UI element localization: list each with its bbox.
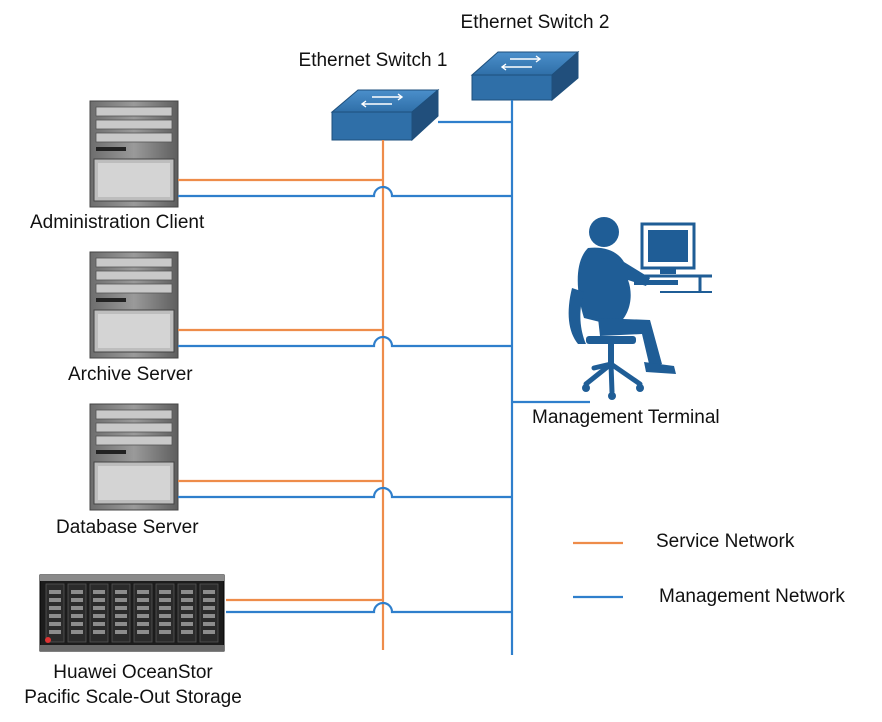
- management-link-storage: [226, 601, 512, 614]
- management-link-admin-client: [178, 185, 512, 198]
- management-link-database-server: [178, 486, 512, 499]
- management-terminal-icon: [568, 217, 712, 400]
- switch-1-label: Ethernet Switch 1: [298, 50, 448, 71]
- oceanstor-storage-icon: [39, 574, 225, 652]
- legend-management-label: Management Network: [659, 586, 845, 607]
- archive-server-label: Archive Server: [68, 364, 193, 385]
- database-server-label: Database Server: [56, 517, 199, 538]
- administration-client-server-icon: [89, 100, 179, 208]
- storage-label-line2: Pacific Scale-Out Storage: [24, 687, 242, 708]
- administration-client-label: Administration Client: [30, 212, 205, 233]
- management-network-links: [178, 100, 623, 655]
- management-link-archive-server: [178, 335, 512, 348]
- archive-server-icon: [89, 251, 179, 359]
- switch-2-label: Ethernet Switch 2: [460, 12, 610, 33]
- storage-label-line1: Huawei OceanStor: [53, 662, 213, 683]
- legend-service-label: Service Network: [656, 531, 795, 552]
- management-terminal-label: Management Terminal: [532, 407, 720, 428]
- ethernet-switch-2-icon: [470, 50, 580, 102]
- service-network-links: [178, 140, 623, 650]
- database-server-icon: [89, 403, 179, 511]
- ethernet-switch-1-icon: [330, 88, 440, 142]
